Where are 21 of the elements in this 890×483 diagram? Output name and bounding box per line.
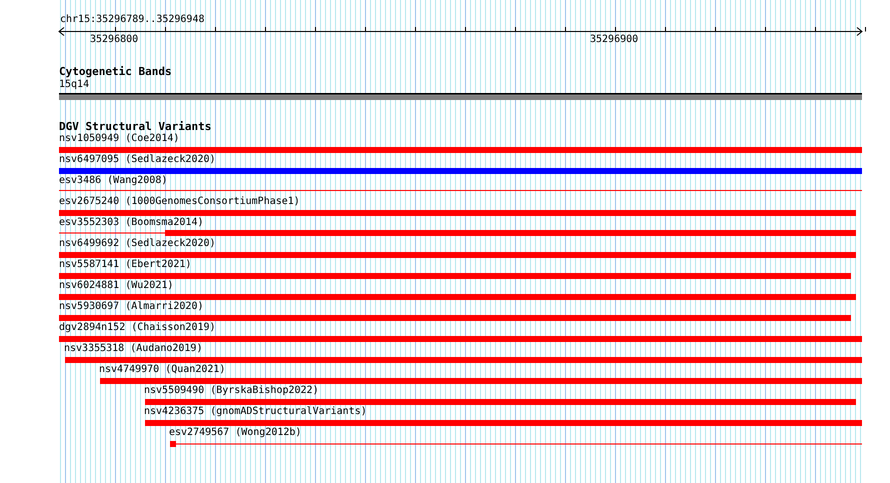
feature-label: nsv5930697 (Almarri2020) [59, 301, 204, 313]
tick-label: 35296900 [590, 34, 638, 46]
feature-label: esv3552303 (Boomsma2014) [59, 217, 204, 229]
feature-label: nsv5587141 (Ebert2021) [59, 259, 192, 271]
feature-label: nsv4236375 (gnomADStructuralVariants) [144, 406, 367, 418]
feature-label: esv2749567 (Wong2012b) [169, 427, 302, 439]
feature-label: nsv6024881 (Wu2021) [59, 280, 174, 292]
feature-label: nsv1050949 (Coe2014) [59, 133, 180, 145]
feature-label: dgv2894n152 (Chaisson2019) [59, 322, 216, 334]
feature-label: nsv6499692 (Sedlazeck2020) [59, 238, 216, 250]
feature-label: nsv6497095 (Sedlazeck2020) [59, 154, 216, 166]
feature-label: nsv4749970 (Quan2021) [99, 364, 226, 376]
feature-label: nsv3355318 (Audano2019) [64, 343, 202, 355]
feature-label: esv2675240 (1000GenomesConsortiumPhase1) [59, 196, 300, 208]
feature-label: esv3486 (Wang2008) [59, 175, 168, 187]
track-heading: Cytogenetic Bands [59, 66, 172, 78]
track-heading: DGV Structural Variants [59, 121, 212, 133]
position-label: chr15:35296789..35296948 [60, 14, 204, 26]
band-label: 15q14 [59, 79, 90, 91]
feature-label: nsv5509490 (ByrskaBishop2022) [144, 385, 319, 397]
tick-label: 35296800 [90, 34, 138, 46]
